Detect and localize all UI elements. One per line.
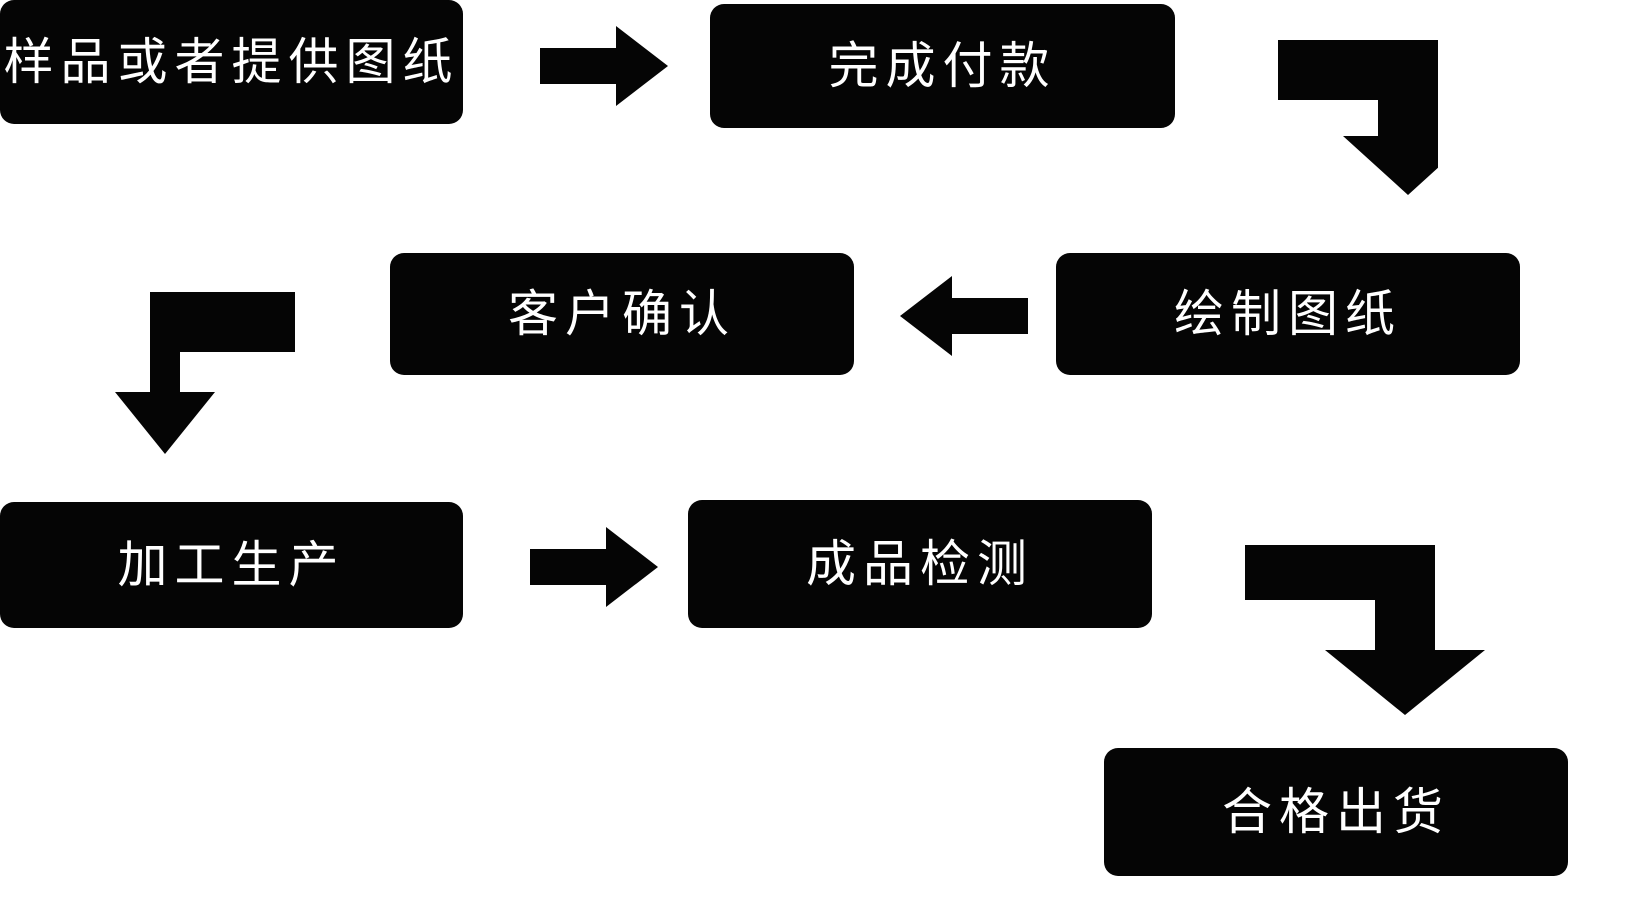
node-label-finished-inspection: 成品检测 [806,536,1034,592]
node-label-qualified-shipment: 合格出货 [1222,784,1450,840]
node-complete-payment[interactable]: 完成付款 [710,4,1175,128]
node-qualified-shipment[interactable]: 合格出货 [1104,748,1568,876]
node-label-processing-production: 加工生产 [117,537,346,593]
node-finished-inspection[interactable]: 成品检测 [688,500,1152,628]
node-draw-drawings[interactable]: 绘制图纸 [1056,253,1520,375]
arrow-elbow-down-2 [115,292,295,454]
node-label-complete-payment: 完成付款 [828,38,1057,94]
arrow-right-1 [540,26,668,106]
node-label-customer-confirm: 客户确认 [508,286,736,342]
node-label-draw-drawings: 绘制图纸 [1174,286,1402,342]
arrow-elbow-down-3 [1245,545,1485,715]
arrow-right-2 [530,527,658,607]
arrow-elbow-down-1-shape [1228,40,1438,195]
node-sample-or-drawing[interactable]: 样品或者提供图纸 [0,0,463,124]
arrow-left-1 [900,276,1028,356]
node-processing-production[interactable]: 加工生产 [0,502,463,628]
node-customer-confirm[interactable]: 客户确认 [390,253,854,375]
node-label-sample-or-drawing: 样品或者提供图纸 [3,34,460,90]
